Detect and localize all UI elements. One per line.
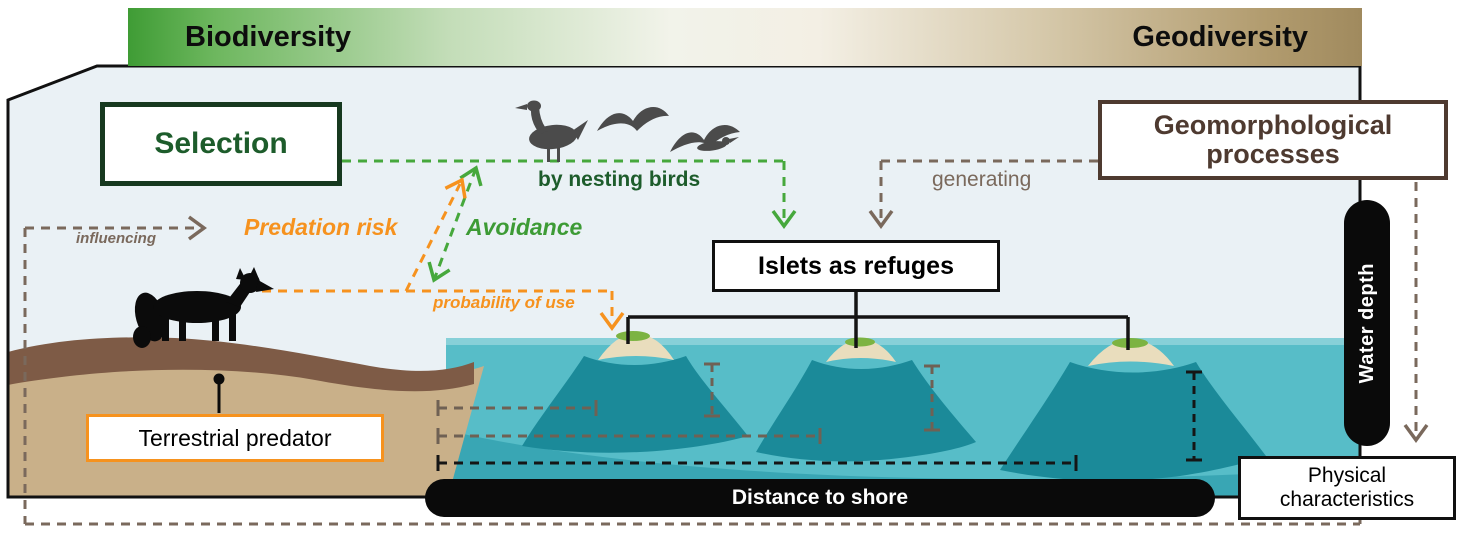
distance-measures-black <box>436 370 1202 471</box>
selection-box: Selection <box>100 102 342 186</box>
avoidance-arrow-dashed <box>427 165 483 283</box>
islets-bracket <box>626 292 1130 350</box>
generating-arrow-dashed <box>868 159 1098 229</box>
water-depth-label: Water depth <box>1355 262 1378 384</box>
physical-characteristics-label: Physical characteristics <box>1279 463 1415 511</box>
distance-measures-gray <box>436 362 940 444</box>
influencing-label: influencing <box>76 230 156 247</box>
by-nesting-birds-label: by nesting birds <box>538 168 701 191</box>
predator-connector <box>213 373 225 413</box>
probability-of-use-label: probability of use <box>433 293 575 312</box>
arrow-up-green-icon <box>459 165 483 187</box>
arrow-down-orange-icon <box>599 311 625 331</box>
islet-1-body <box>522 356 748 453</box>
arrow-down-left-green-icon <box>427 261 451 283</box>
geomorphological-processes-box: Geomorphological processes <box>1098 100 1448 180</box>
gull-icon <box>597 107 669 131</box>
avoidance-label: Avoidance <box>466 214 583 240</box>
predation-risk-label: Predation risk <box>244 214 398 240</box>
goose-icon <box>515 100 588 162</box>
distance-to-shore-label: Distance to shore <box>731 486 909 509</box>
generating-label: generating <box>932 168 1032 191</box>
loon-icon <box>670 125 740 152</box>
islets-as-refuges-box: Islets as refuges <box>712 240 1000 292</box>
islet-3-body <box>1000 362 1266 481</box>
terrestrial-predator-box: Terrestrial predator <box>86 414 384 462</box>
islet-domes <box>598 331 1174 366</box>
physical-characteristics-box: Physical characteristics <box>1238 456 1456 520</box>
arrow-down-brown-icon <box>868 209 894 229</box>
selection-label: Selection <box>154 127 288 160</box>
water-depth-bar: Water depth <box>1344 200 1390 446</box>
gradient-banner: Biodiversity Geodiversity <box>128 8 1362 66</box>
processes-to-physical-dashed <box>1403 182 1429 443</box>
distance-to-shore-bar: Distance to shore <box>425 479 1215 517</box>
geomorphological-processes-label: Geomorphological processes <box>1153 109 1393 169</box>
arrow-up-orange-icon <box>444 177 467 199</box>
predation-arrows-dashed <box>262 177 625 331</box>
selection-arrow-dashed <box>342 159 797 229</box>
biodiversity-label: Biodiversity <box>185 20 351 53</box>
geodiversity-label: Geodiversity <box>1132 20 1308 53</box>
hill <box>8 337 474 392</box>
terrestrial-predator-label: Terrestrial predator <box>138 424 332 451</box>
arrow-right-brown-icon <box>187 215 207 241</box>
fox-icon <box>133 267 274 348</box>
islets-as-refuges-label: Islets as refuges <box>758 251 954 280</box>
arrow-down-brown-2-icon <box>1403 423 1429 443</box>
arrow-down-green-icon <box>771 209 797 229</box>
